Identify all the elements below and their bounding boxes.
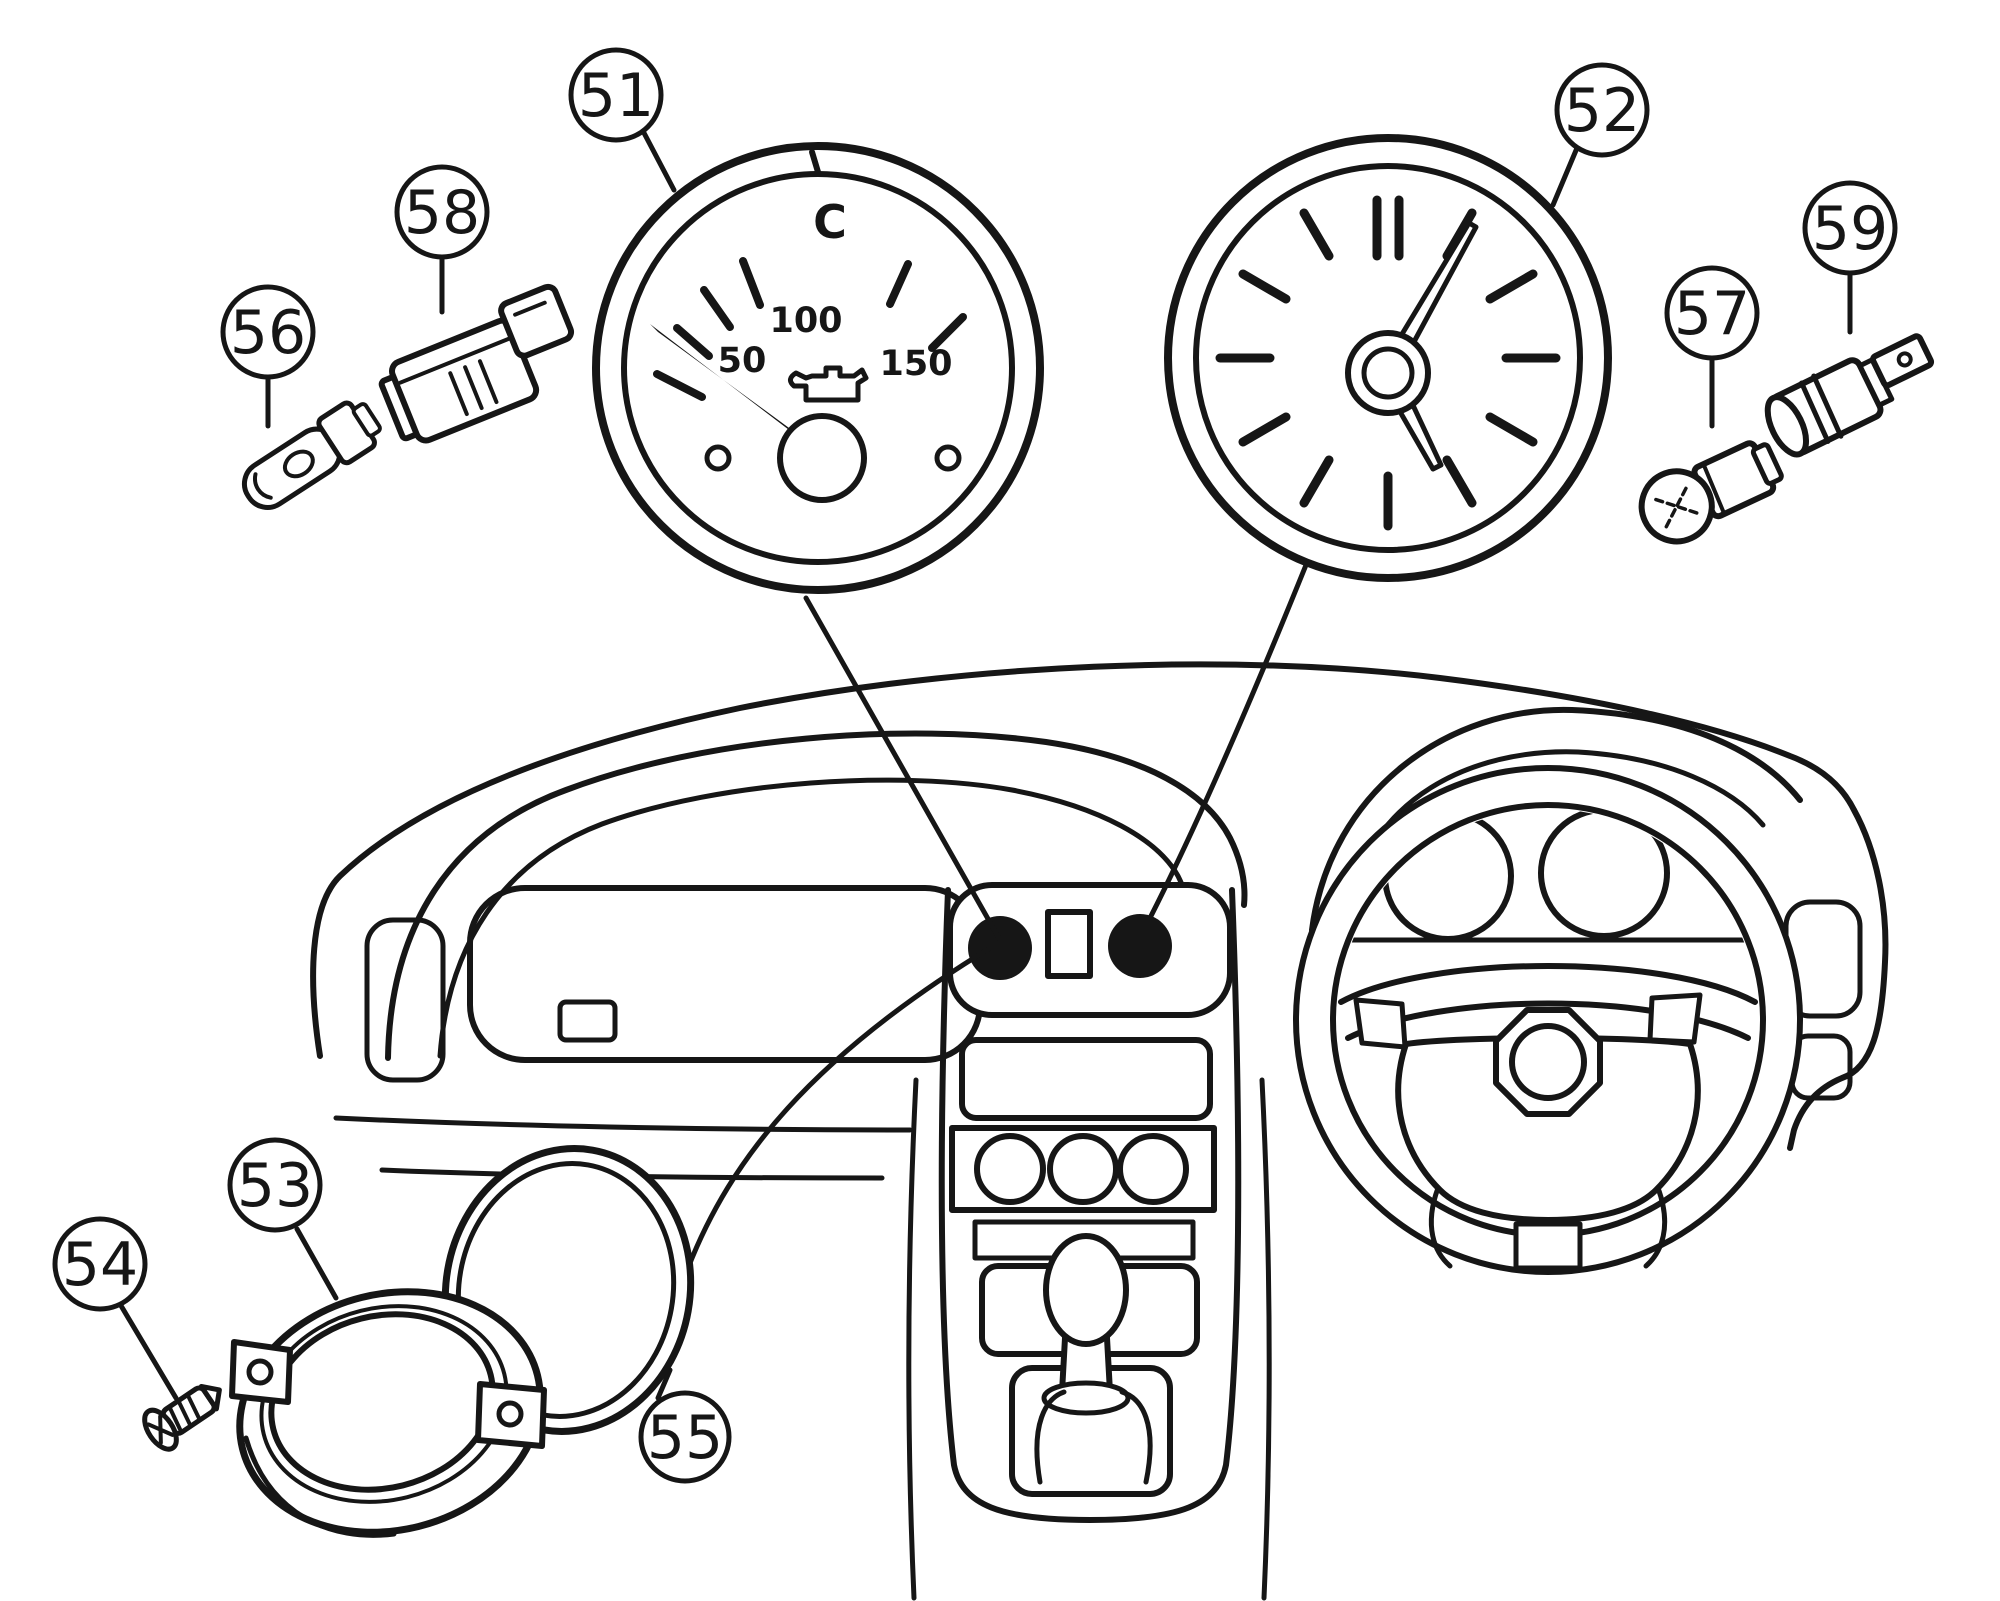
cluster-hood-arc-outer bbox=[385, 730, 1248, 1061]
console-outline bbox=[938, 887, 1242, 1523]
clock-hub-outer bbox=[1345, 330, 1431, 416]
steering-wheel bbox=[1293, 765, 1803, 1275]
housing-depth-line bbox=[243, 1435, 397, 1538]
leader-clock-to-console bbox=[1147, 562, 1309, 921]
gauge-screw-hole-right bbox=[934, 444, 962, 472]
gauge-top-notch bbox=[809, 149, 821, 175]
gauge-needle-hub bbox=[777, 413, 867, 503]
cluster-display-slot bbox=[557, 999, 618, 1043]
gauge-label-50: 50 bbox=[718, 341, 767, 381]
bulb-56 bbox=[241, 400, 382, 510]
console-trim-right bbox=[1259, 1077, 1272, 1601]
callout-52: 52 bbox=[1550, 62, 1650, 208]
gauge-tick-marks bbox=[653, 257, 967, 401]
bulb-holder-59 bbox=[1764, 333, 1935, 458]
callout-56: 56 bbox=[220, 284, 316, 429]
clock-hour-marks bbox=[1215, 195, 1561, 531]
hvac-panel bbox=[949, 1125, 1217, 1213]
callout-52-number: 52 bbox=[1564, 76, 1640, 146]
callout-53-number: 53 bbox=[237, 1151, 313, 1221]
callout-54: 54 bbox=[52, 1216, 179, 1401]
wheel-rim bbox=[1293, 765, 1803, 1275]
center-console bbox=[906, 882, 1272, 1601]
hvac-knob-left bbox=[974, 1133, 1046, 1205]
callout-57-number: 57 bbox=[1674, 279, 1750, 349]
callout-59: 59 bbox=[1802, 180, 1898, 335]
clock-hub-inner bbox=[1361, 346, 1415, 400]
dash-lower-edge bbox=[333, 1115, 913, 1133]
callout-58: 58 bbox=[394, 164, 490, 315]
gauge-screw-hole-left bbox=[704, 444, 732, 472]
callout-56-number: 56 bbox=[230, 298, 306, 368]
clock-inner-ring bbox=[1193, 163, 1583, 553]
gauge-housing bbox=[229, 1288, 547, 1538]
spoke-band-upper bbox=[1338, 963, 1758, 1005]
bulb-57 bbox=[1638, 440, 1784, 545]
horn-pad-circle bbox=[1509, 1023, 1587, 1101]
callout-55-number: 55 bbox=[647, 1403, 723, 1473]
gauge-label-100: 100 bbox=[769, 301, 842, 341]
lower-spoke-right bbox=[1643, 1185, 1668, 1269]
callout-53: 53 bbox=[227, 1137, 339, 1301]
wheel-center-pad bbox=[1395, 1035, 1701, 1223]
gauge-label-150: 150 bbox=[879, 344, 952, 384]
oil-can-icon bbox=[788, 365, 869, 403]
callout-51: 51 bbox=[568, 47, 677, 193]
spoke-cutout-left bbox=[1353, 997, 1408, 1050]
spoke-cutout-right bbox=[1647, 992, 1703, 1045]
gauge-hole-right bbox=[1108, 914, 1172, 978]
callout-54-number: 54 bbox=[62, 1230, 138, 1300]
screw bbox=[142, 1383, 222, 1452]
radio-slot bbox=[959, 1037, 1213, 1121]
gauge-hole-left bbox=[968, 916, 1032, 980]
pod-center-slot bbox=[1045, 909, 1093, 979]
bulb-holder-58 bbox=[378, 283, 575, 444]
install-leader-lines bbox=[685, 562, 1309, 1271]
gauge-outer-ring bbox=[592, 142, 1044, 594]
hvac-knob-right bbox=[1117, 1133, 1189, 1205]
dashboard-outline bbox=[310, 661, 1889, 1151]
callout-58-number: 58 bbox=[404, 178, 480, 248]
boot-drape-right bbox=[1119, 1389, 1153, 1485]
housing-ear-hole-left bbox=[246, 1358, 274, 1386]
shifter-knob bbox=[1043, 1233, 1129, 1347]
hvac-knob-center bbox=[1047, 1133, 1119, 1205]
console-trim-left bbox=[906, 1077, 919, 1601]
oil-temperature-gauge: C 50 100 150 bbox=[592, 142, 1044, 594]
callout-51-number: 51 bbox=[578, 61, 654, 131]
callouts: 51 52 53 54 55 56 57 bbox=[52, 47, 1898, 1484]
callout-57: 57 bbox=[1664, 265, 1760, 429]
lower-spoke-left bbox=[1428, 1185, 1453, 1269]
gauge-unit-label: C bbox=[813, 195, 847, 249]
left-vent bbox=[364, 917, 446, 1083]
wheel-binnacle-arc-outer bbox=[1309, 706, 1803, 933]
leader-bezel-to-console bbox=[685, 945, 993, 1271]
callout-59-number: 59 bbox=[1812, 194, 1888, 264]
callout-55: 55 bbox=[638, 1367, 732, 1484]
housing-ear-hole-right bbox=[496, 1400, 524, 1428]
clock-gauge bbox=[1164, 134, 1612, 582]
instrument-cluster-window bbox=[467, 885, 983, 1063]
lower-spoke-badge bbox=[1513, 1221, 1583, 1271]
leader-oil-gauge-to-console bbox=[803, 595, 1003, 943]
boot-drape-left bbox=[1034, 1389, 1067, 1485]
